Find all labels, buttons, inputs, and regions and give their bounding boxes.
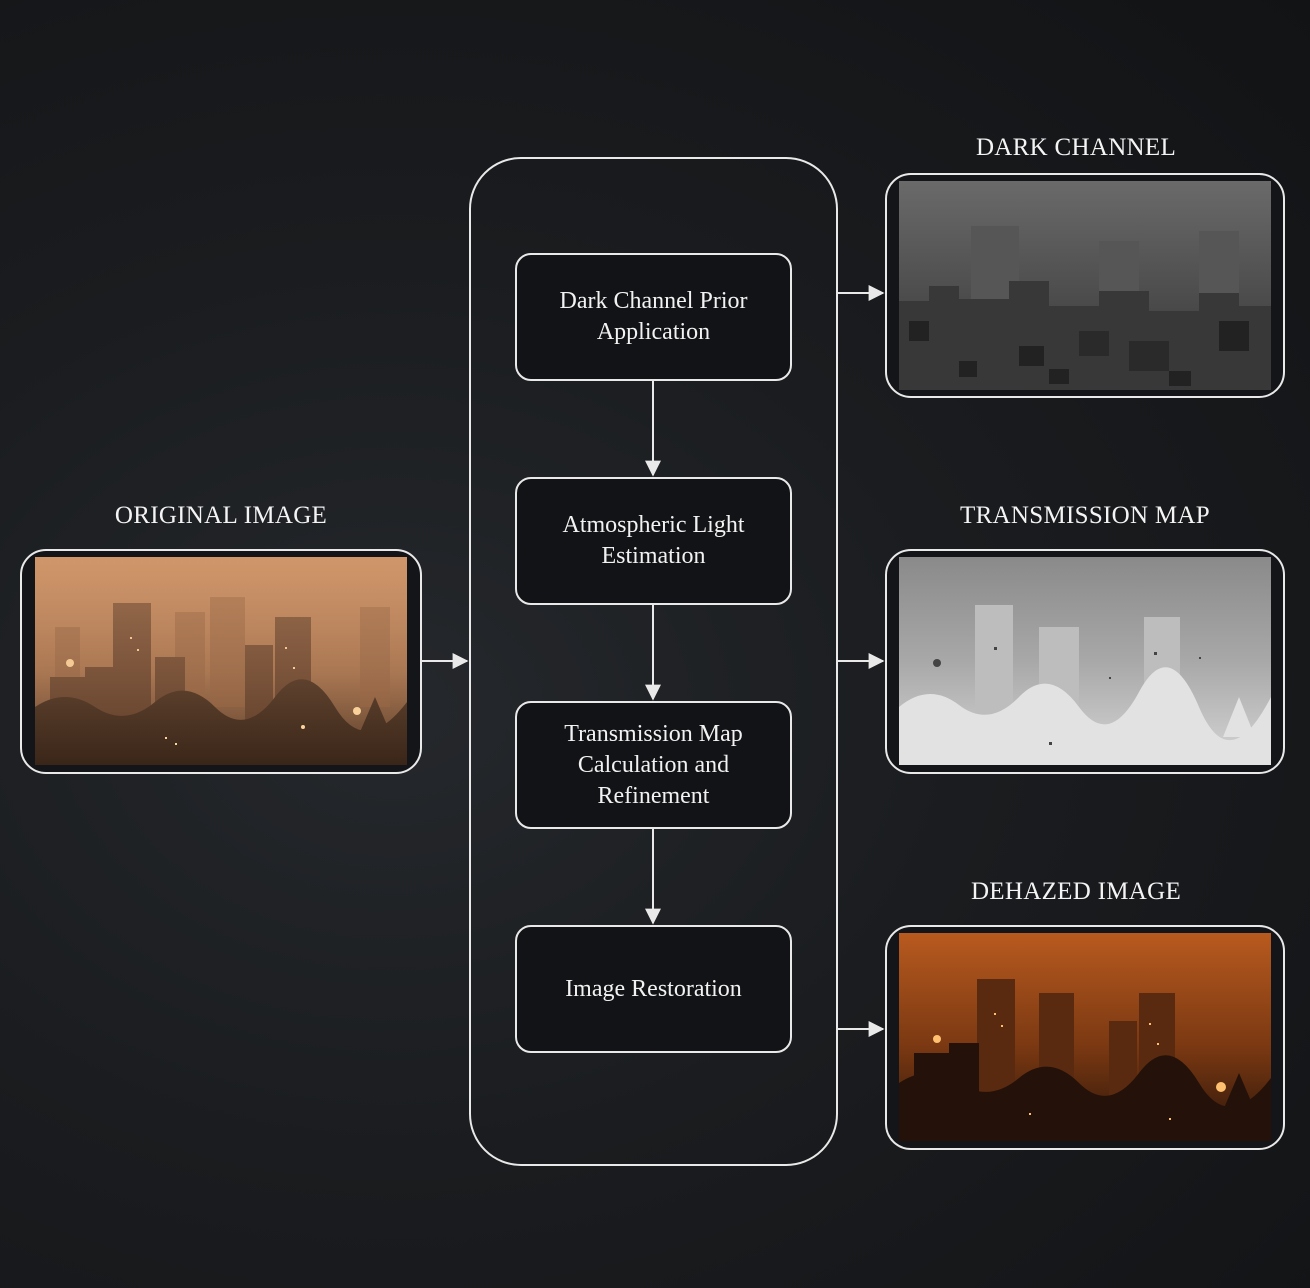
dehazed-image (899, 933, 1271, 1141)
dehazed-image-title: DEHAZED IMAGE (970, 878, 1182, 905)
dark-channel-image (899, 181, 1271, 390)
transmission-map-image (899, 557, 1271, 765)
step-atmospheric-light: Atmospheric Light Estimation (515, 477, 792, 605)
dark-channel-title: DARK CHANNEL (975, 134, 1177, 161)
original-image (35, 557, 407, 765)
step-transmission-map: Transmission Map Calculation and Refinem… (515, 701, 792, 829)
step-image-restoration: Image Restoration (515, 925, 792, 1053)
transmission-map-title: TRANSMISSION MAP (960, 502, 1210, 529)
original-image-title: ORIGINAL IMAGE (114, 502, 328, 529)
step-dark-channel-prior: Dark Channel Prior Application (515, 253, 792, 381)
pipeline-container (469, 157, 838, 1166)
